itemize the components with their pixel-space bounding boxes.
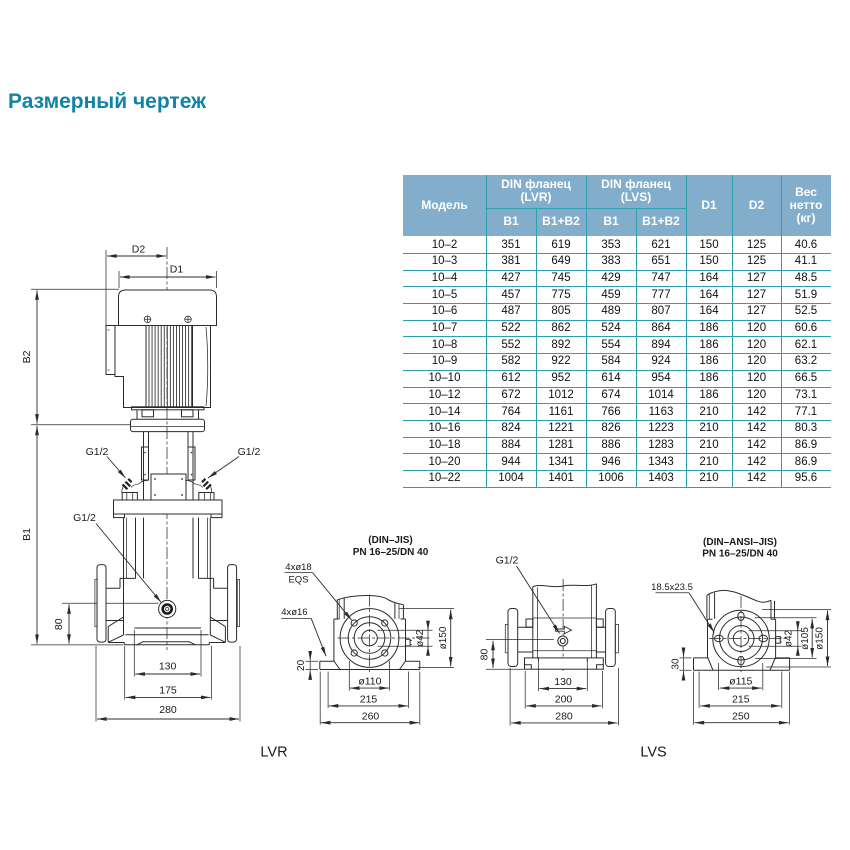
svg-text:D2: D2 xyxy=(132,244,146,256)
svg-text:250: 250 xyxy=(732,710,750,722)
svg-text:B2: B2 xyxy=(21,350,33,363)
svg-text:175: 175 xyxy=(159,685,177,697)
svg-text:215: 215 xyxy=(732,694,750,706)
svg-text:18.5x23.5: 18.5x23.5 xyxy=(651,582,693,593)
svg-text:ø150: ø150 xyxy=(814,627,825,650)
svg-text:ø110: ø110 xyxy=(358,676,381,688)
svg-text:280: 280 xyxy=(159,704,177,716)
svg-text:B1: B1 xyxy=(21,528,33,541)
svg-text:4xø18: 4xø18 xyxy=(285,562,311,573)
svg-text:200: 200 xyxy=(555,694,573,706)
svg-text:G1/2: G1/2 xyxy=(86,446,109,458)
svg-text:ø105: ø105 xyxy=(800,627,811,650)
svg-text:80: 80 xyxy=(479,649,491,661)
svg-text:EQS: EQS xyxy=(288,574,308,585)
svg-text:G1/2: G1/2 xyxy=(238,446,261,458)
svg-text:(DIN–ANSI–JIS): (DIN–ANSI–JIS) xyxy=(703,537,777,548)
svg-text:ø42: ø42 xyxy=(415,629,426,647)
svg-text:ø115: ø115 xyxy=(729,676,752,688)
svg-text:(DIN–JIS): (DIN–JIS) xyxy=(368,535,412,546)
svg-text:LVS: LVS xyxy=(640,745,666,761)
svg-text:G1/2: G1/2 xyxy=(73,512,96,524)
svg-text:LVR: LVR xyxy=(260,745,287,761)
svg-text:ø150: ø150 xyxy=(438,626,449,649)
svg-text:PN 16–25/DN 40: PN 16–25/DN 40 xyxy=(702,548,778,559)
svg-text:G1/2: G1/2 xyxy=(496,555,519,567)
svg-text:80: 80 xyxy=(53,618,65,630)
svg-text:PN 16–25/DN 40: PN 16–25/DN 40 xyxy=(353,547,429,558)
svg-text:30: 30 xyxy=(670,658,681,670)
svg-text:130: 130 xyxy=(159,660,177,672)
svg-text:4xø16: 4xø16 xyxy=(281,607,307,618)
svg-text:D1: D1 xyxy=(170,264,184,276)
svg-text:ø42: ø42 xyxy=(784,629,795,647)
svg-text:260: 260 xyxy=(362,710,380,722)
svg-text:280: 280 xyxy=(555,711,573,723)
svg-text:20: 20 xyxy=(296,659,307,671)
svg-text:215: 215 xyxy=(360,694,378,706)
svg-text:130: 130 xyxy=(554,676,572,688)
